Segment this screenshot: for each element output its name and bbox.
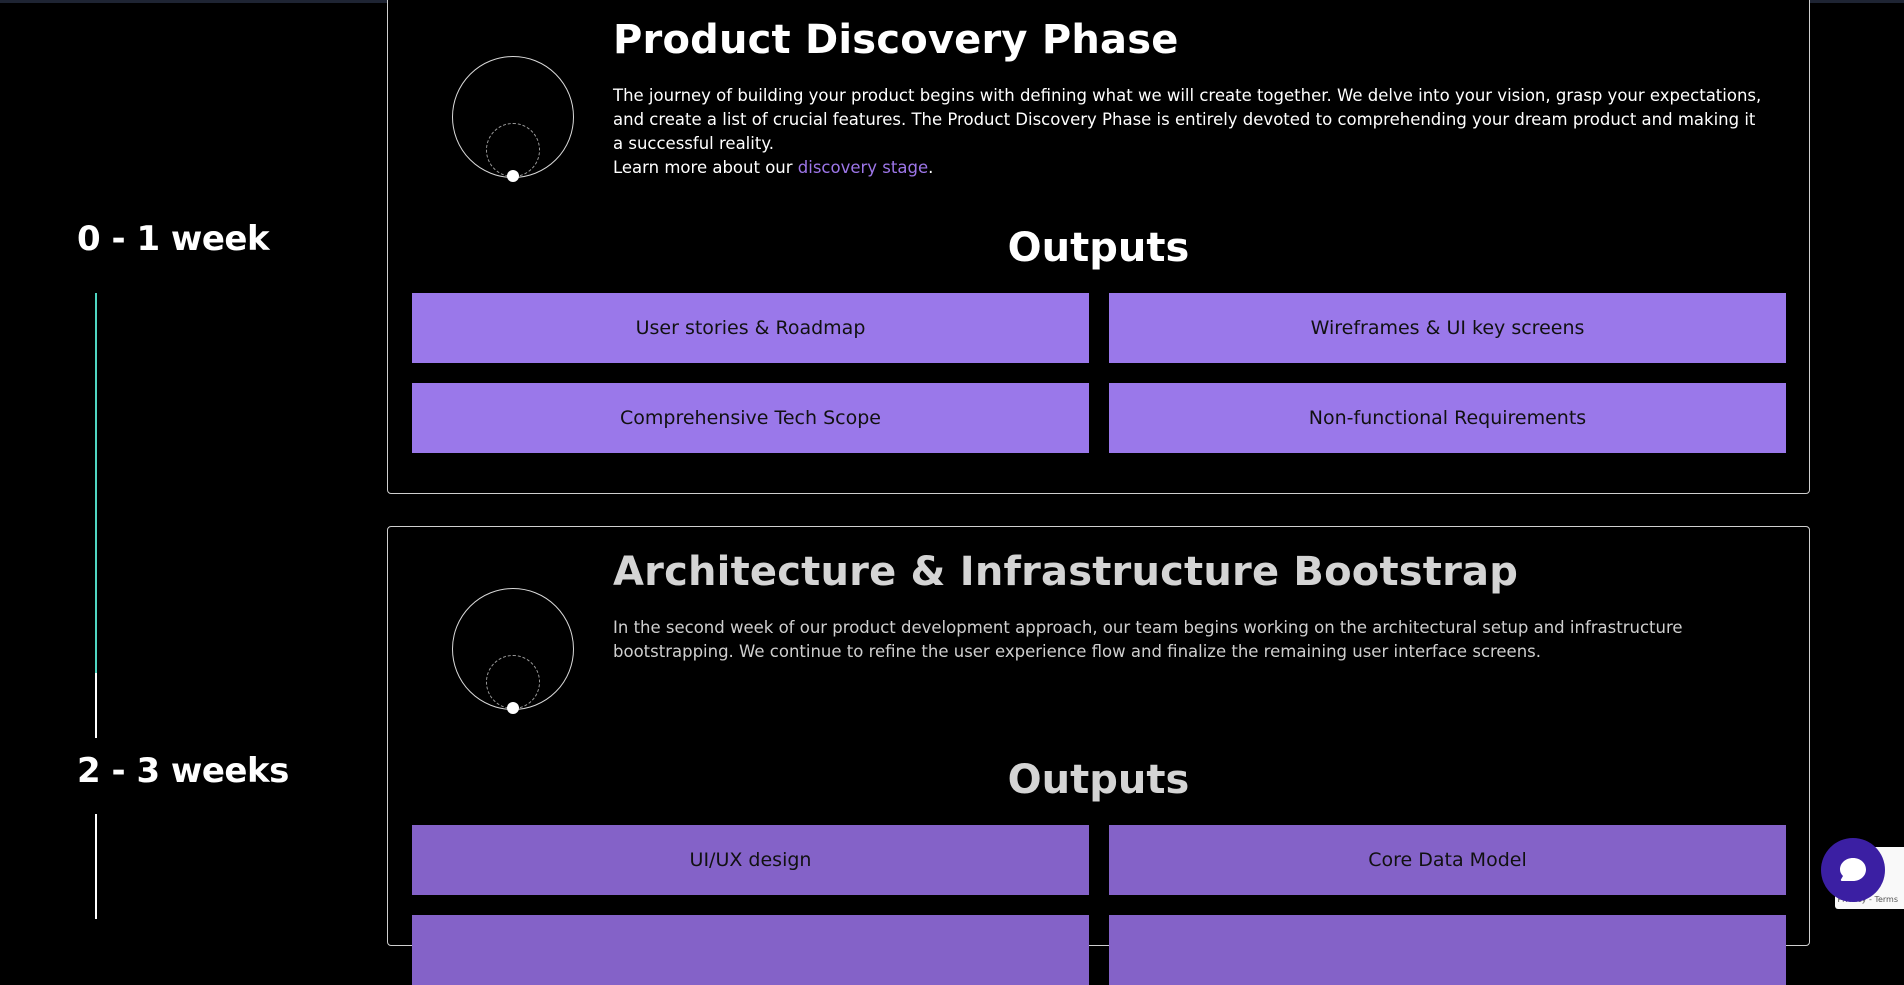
output-ui-ux-design: UI/UX design — [412, 825, 1089, 895]
output-tech-scope: Comprehensive Tech Scope — [412, 383, 1089, 453]
orbit-inner-circle — [486, 655, 540, 709]
phase-card-architecture: Architecture & Infrastructure Bootstrap … — [387, 526, 1810, 985]
learn-more-prefix: Learn more about our — [613, 158, 798, 177]
orbit-inner-circle — [486, 123, 540, 177]
discovery-stage-link[interactable]: discovery stage — [797, 158, 929, 177]
phase-title: Product Discovery Phase — [613, 17, 1179, 63]
chat-button[interactable] — [1821, 838, 1885, 902]
orbit-icon — [452, 56, 574, 182]
chat-bubble-icon — [1840, 858, 1866, 881]
learn-more-suffix: . — [928, 158, 934, 177]
output-box-partial — [1109, 915, 1786, 985]
output-core-data-model: Core Data Model — [1109, 825, 1786, 895]
phase-title: Architecture & Infrastructure Bootstrap — [613, 549, 1519, 595]
timeline-progress-line — [95, 293, 97, 673]
orbit-icon — [452, 588, 574, 714]
timeline-label-week-2: 2 - 3 weeks — [77, 751, 289, 791]
orbit-dot — [507, 170, 519, 182]
timeline-label-week-1: 0 - 1 week — [77, 219, 270, 259]
phase-description-text: The journey of building your product beg… — [613, 86, 1762, 153]
output-nonfunctional-requirements: Non-functional Requirements — [1109, 383, 1786, 453]
phase-card-discovery: Product Discovery Phase The journey of b… — [387, 0, 1810, 494]
recaptcha-text: Privacy - Terms — [1837, 895, 1899, 904]
output-wireframes: Wireframes & UI key screens — [1109, 293, 1786, 363]
phase-description: In the second week of our product develo… — [613, 618, 1683, 661]
output-user-stories: User stories & Roadmap — [412, 293, 1089, 363]
timeline-line — [95, 814, 97, 919]
outputs-heading: Outputs — [1007, 225, 1190, 271]
output-box-partial — [412, 915, 1089, 985]
timeline-line — [95, 673, 97, 738]
orbit-dot — [507, 702, 519, 714]
outputs-heading: Outputs — [1007, 757, 1190, 803]
phase-description: The journey of building your product beg… — [613, 84, 1768, 180]
